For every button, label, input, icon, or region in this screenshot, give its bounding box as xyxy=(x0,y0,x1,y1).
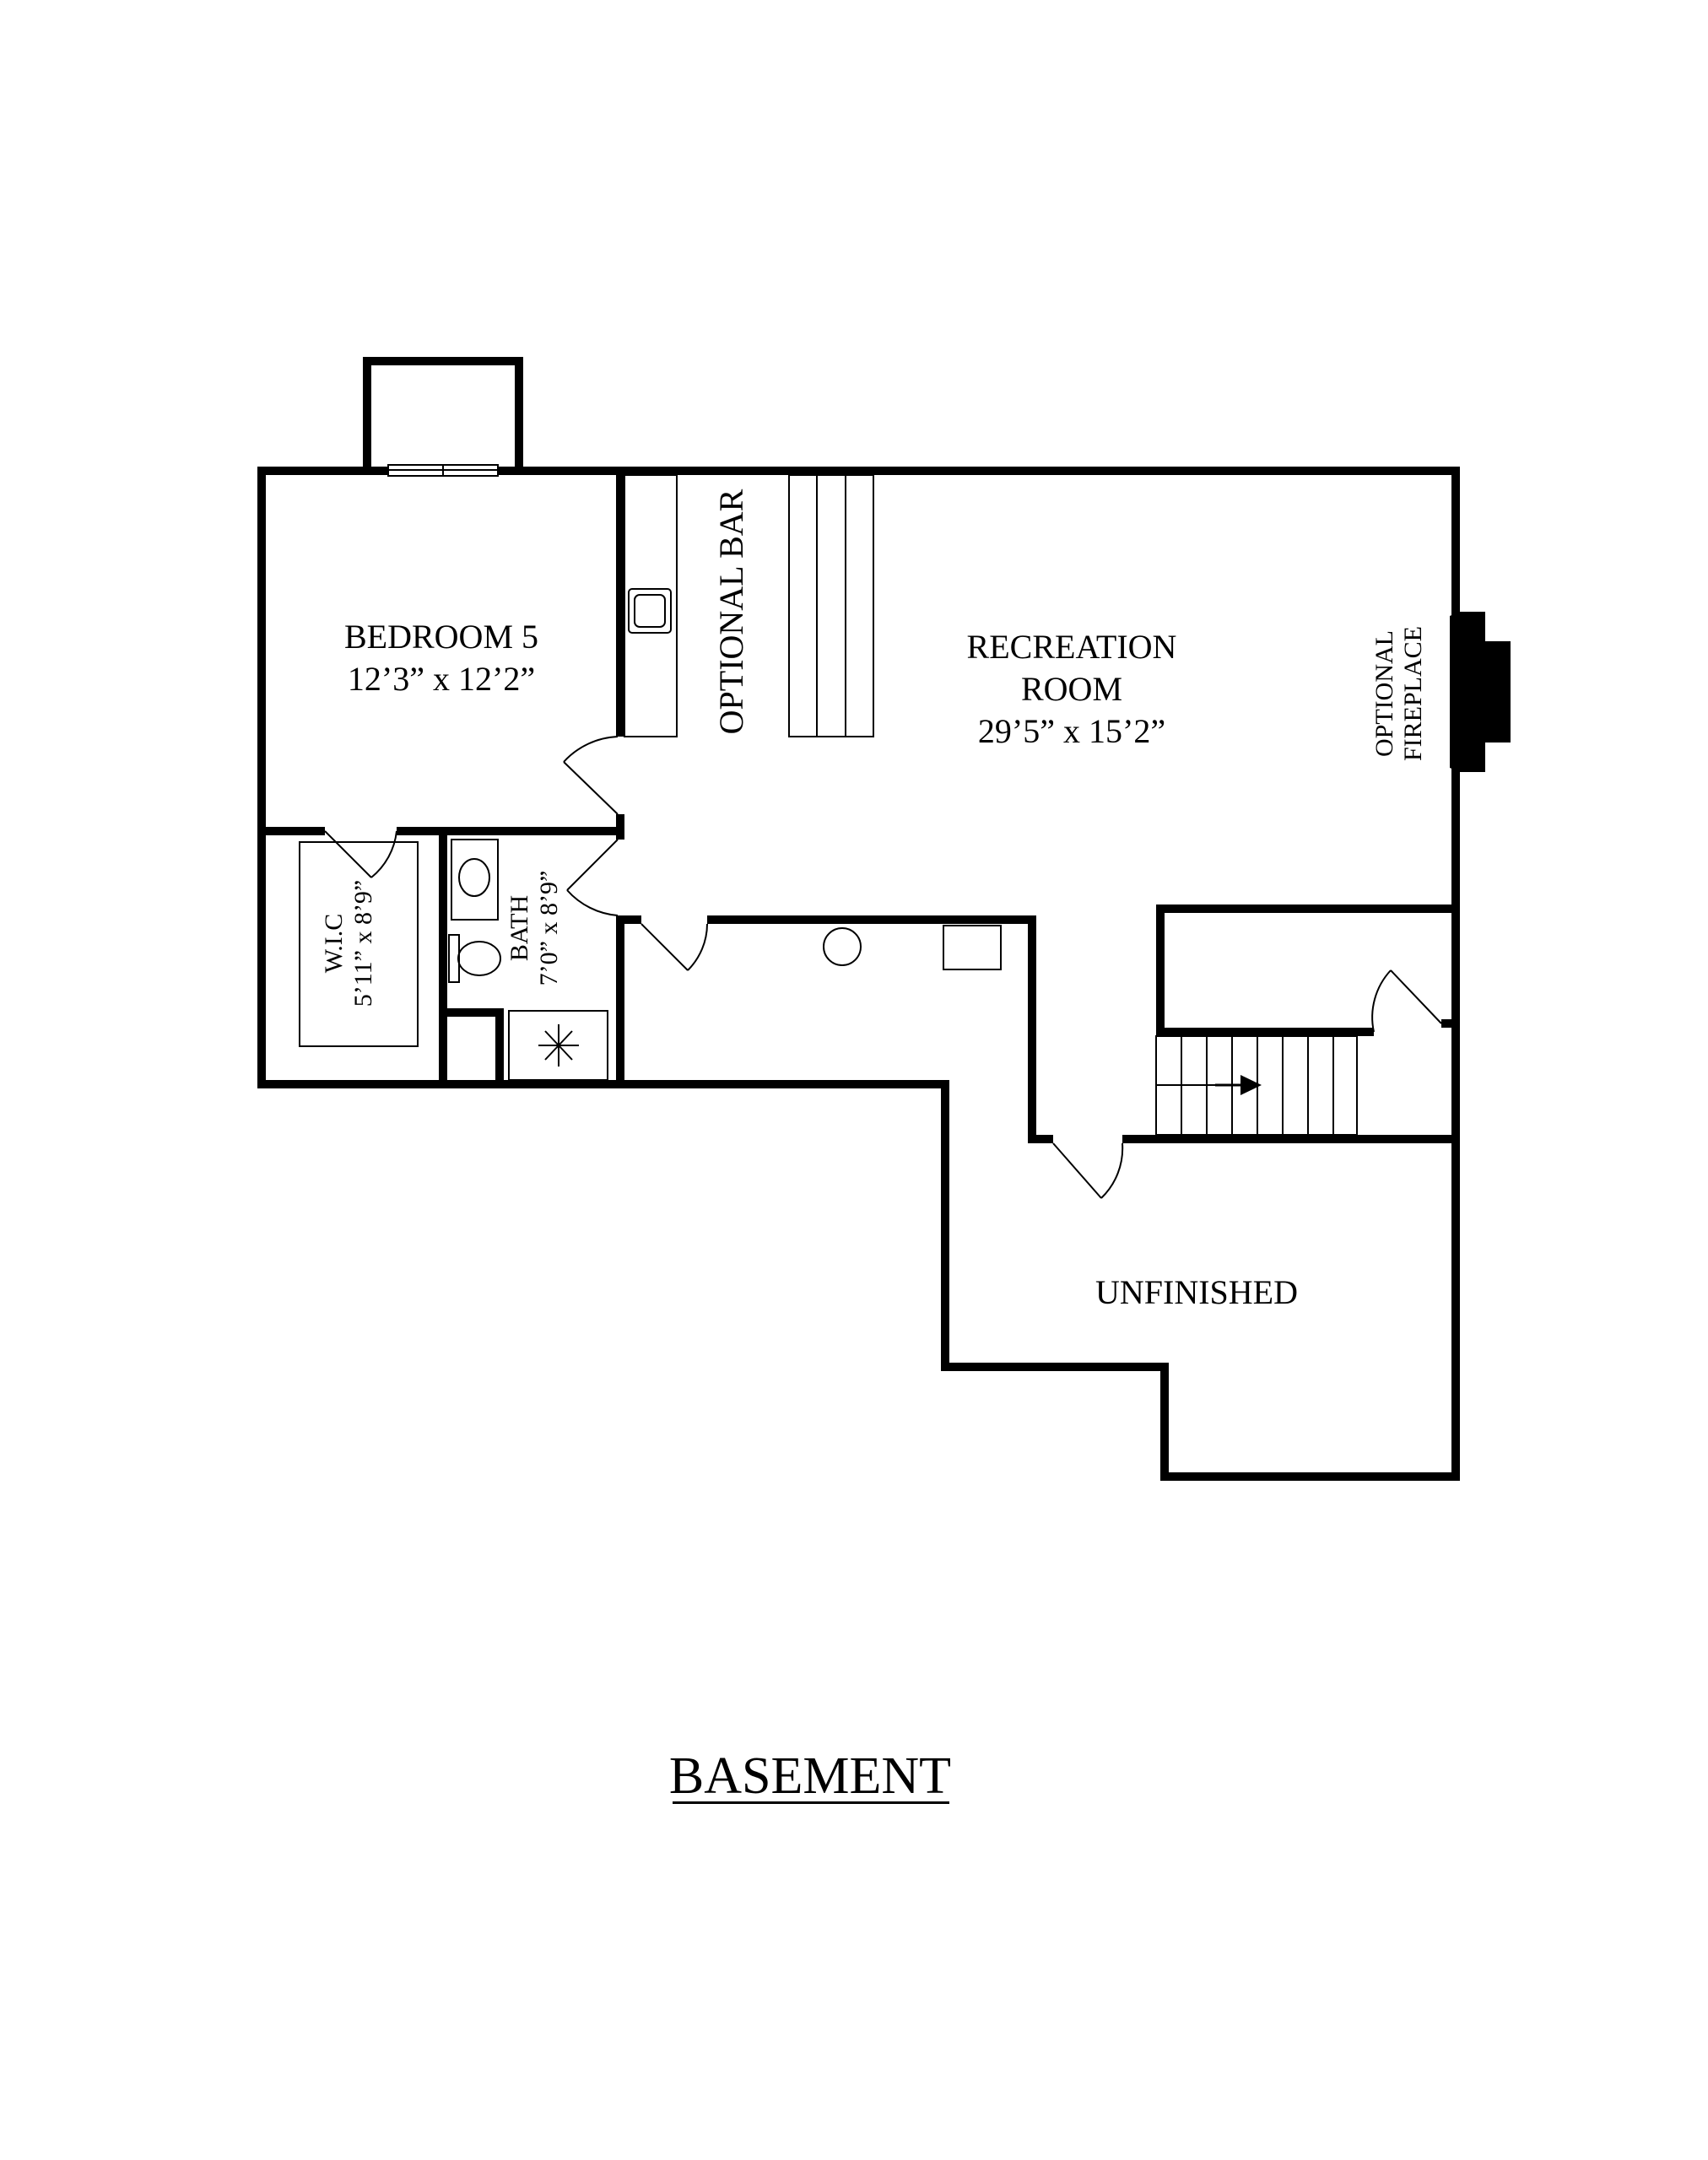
recreation-dims: 29’5” x 15’2” xyxy=(978,712,1165,750)
unfinished-label: UNFINISHED xyxy=(1095,1273,1298,1311)
wic-shelf xyxy=(299,841,419,1047)
bath-dims: 7’0” x 8’9” xyxy=(535,871,563,986)
plan-title-underline xyxy=(673,1801,949,1804)
window-bay xyxy=(363,357,523,477)
bedroom-dims: 12’3” x 12’2” xyxy=(348,660,535,698)
exterior-walls xyxy=(257,467,1460,1481)
bar-label: OPTIONAL BAR xyxy=(712,489,750,734)
wic-label: W.I.C xyxy=(320,914,348,974)
recreation-label-line2: ROOM xyxy=(1021,670,1122,708)
fireplace-label-line1: OPTIONAL xyxy=(1370,630,1398,757)
fireplace-label-line2: FIREPLACE xyxy=(1399,626,1427,761)
stairs xyxy=(1155,1035,1358,1136)
fireplace xyxy=(1450,612,1511,772)
bedroom-label: BEDROOM 5 xyxy=(344,618,538,656)
bath-fixtures xyxy=(448,839,608,1081)
recreation-label-line1: RECREATION xyxy=(967,628,1177,666)
bath-label: BATH xyxy=(505,895,533,961)
bar-fixtures xyxy=(624,474,874,737)
interior-walls xyxy=(257,467,1460,1143)
utility-fixtures xyxy=(823,925,1002,970)
doors xyxy=(324,736,1442,1199)
plan-title: BASEMENT xyxy=(669,1747,951,1805)
wic-dims: 5’11” x 8’9” xyxy=(349,880,377,1007)
